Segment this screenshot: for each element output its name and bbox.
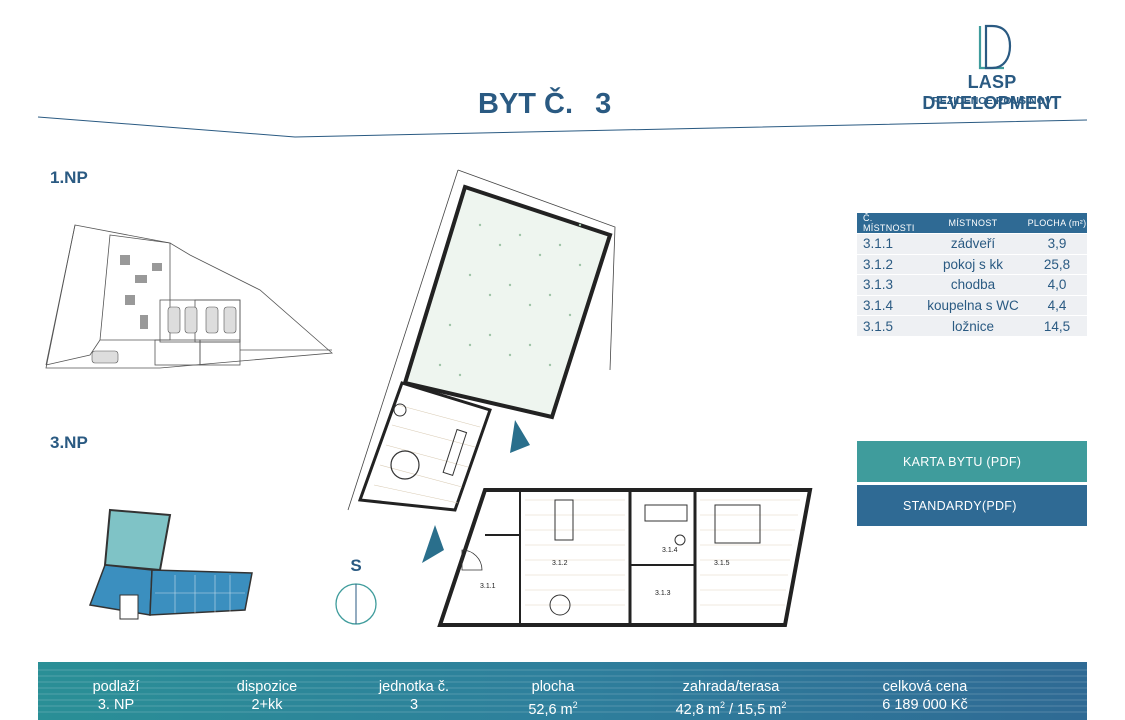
room-area: 3,9 (1027, 233, 1087, 255)
info-floor-value: 3. NP (97, 697, 135, 713)
room-name: ložnice (919, 315, 1027, 337)
info-price-label: celková cena (882, 679, 968, 695)
compass-icon (335, 583, 377, 625)
table-row: 3.1.5 ložnice 14,5 (857, 315, 1087, 337)
brand-subtitle: REZIDENCE ROUSINOV (932, 95, 1052, 107)
room-label: 3.1.3 (655, 590, 671, 597)
room-id: 3.1.5 (857, 315, 919, 337)
room-name: koupelna s WC (919, 294, 1027, 316)
table-row: 3.1.1 zádveří 3,9 (857, 233, 1087, 255)
room-id: 3.1.3 (857, 274, 919, 296)
footer-stripes-decoration (38, 669, 1087, 713)
info-unit: jednotka č. 3 (344, 678, 484, 714)
header-divider (37, 116, 1088, 138)
ld-monogram-icon (978, 24, 1012, 70)
floor-label-1np: 1.NP (50, 168, 88, 187)
north-compass: S (330, 556, 382, 628)
brand-logo[interactable]: LASP DEVELOPMENT REZIDENCE ROUSINOV (896, 24, 1088, 113)
info-unit-label: jednotka č. (378, 679, 450, 695)
table-row: 3.1.3 chodba 4,0 (857, 274, 1087, 296)
info-layout-label: dispozice (236, 679, 298, 695)
apartment-info-bar: podlaží 3. NP dispozice 2+kk jednotka č.… (38, 662, 1087, 720)
room-name: pokoj s kk (919, 253, 1027, 275)
site-plan-1np (45, 224, 333, 369)
table-row: 3.1.2 pokoj s kk 25,8 (857, 253, 1087, 275)
info-garden-value: 42,8 m2 / 15,5 m2 (675, 700, 787, 718)
page-title: BYT Č. 3 (478, 88, 611, 121)
room-area: 4,4 (1027, 294, 1087, 316)
info-area-number: 52,6 m (528, 701, 573, 718)
info-garden: zahrada/terasa 42,8 m2 / 15,5 m2 (641, 678, 821, 719)
compass-letter: S (350, 556, 362, 575)
info-floor-label: podlaží (92, 679, 140, 695)
apartment-number: 3 (595, 88, 612, 120)
column-header-room: MÍSTNOST (919, 213, 1027, 234)
info-area-label: plocha (531, 679, 575, 695)
room-label: 3.1.4 (662, 547, 678, 554)
info-unit-value: 3 (409, 697, 419, 713)
room-name: chodba (919, 274, 1027, 296)
room-label: 3.1.5 (714, 560, 730, 567)
column-header-area: PLOCHA (m²) (1027, 213, 1087, 234)
room-area: 14,5 (1027, 315, 1087, 337)
info-price-value: 6 189 000 Kč (882, 697, 968, 713)
room-area: 4,0 (1027, 274, 1087, 296)
room-id: 3.1.4 (857, 294, 919, 316)
room-area: 25,8 (1027, 253, 1087, 275)
table-row: 3.1.4 koupelna s WC 4,4 (857, 294, 1087, 316)
info-layout-value: 2+kk (251, 697, 283, 713)
info-layout: dispozice 2+kk (197, 678, 337, 714)
room-label: 3.1.2 (552, 560, 568, 567)
main-floor-plan: 3.1.1 3.1.2 3.1.3 3.1.4 3.1.5 (347, 169, 813, 627)
standards-pdf-button[interactable]: STANDARDY(PDF) (857, 485, 1087, 526)
brand-name: LASP DEVELOPMENT (922, 72, 1062, 113)
info-price: celková cena 6 189 000 Kč (850, 678, 1000, 714)
room-id: 3.1.1 (857, 233, 919, 255)
title-text: BYT Č. (478, 88, 574, 120)
info-terrace-area: / 15,5 m (724, 701, 782, 718)
info-garden-label: zahrada/terasa (682, 679, 780, 695)
floor-label-3np: 3.NP (50, 433, 88, 452)
info-garden-area: 42,8 m (675, 701, 720, 718)
room-id: 3.1.2 (857, 253, 919, 275)
info-area-value: 52,6 m2 (528, 700, 578, 718)
info-area: plocha 52,6 m2 (483, 678, 623, 719)
table-header-row: Č. MÍSTNOSTI MÍSTNOST PLOCHA (m²) (857, 213, 1087, 234)
room-name: zádveří (919, 233, 1027, 255)
floor-plan-3np-thumbnail (88, 508, 253, 620)
room-label: 3.1.1 (480, 583, 496, 590)
column-header-room-no: Č. MÍSTNOSTI (857, 213, 919, 234)
apartment-card-pdf-button[interactable]: KARTA BYTU (PDF) (857, 441, 1087, 482)
rooms-table: Č. MÍSTNOSTI MÍSTNOST PLOCHA (m²) 3.1.1 … (857, 213, 1087, 337)
info-floor: podlaží 3. NP (46, 678, 186, 714)
